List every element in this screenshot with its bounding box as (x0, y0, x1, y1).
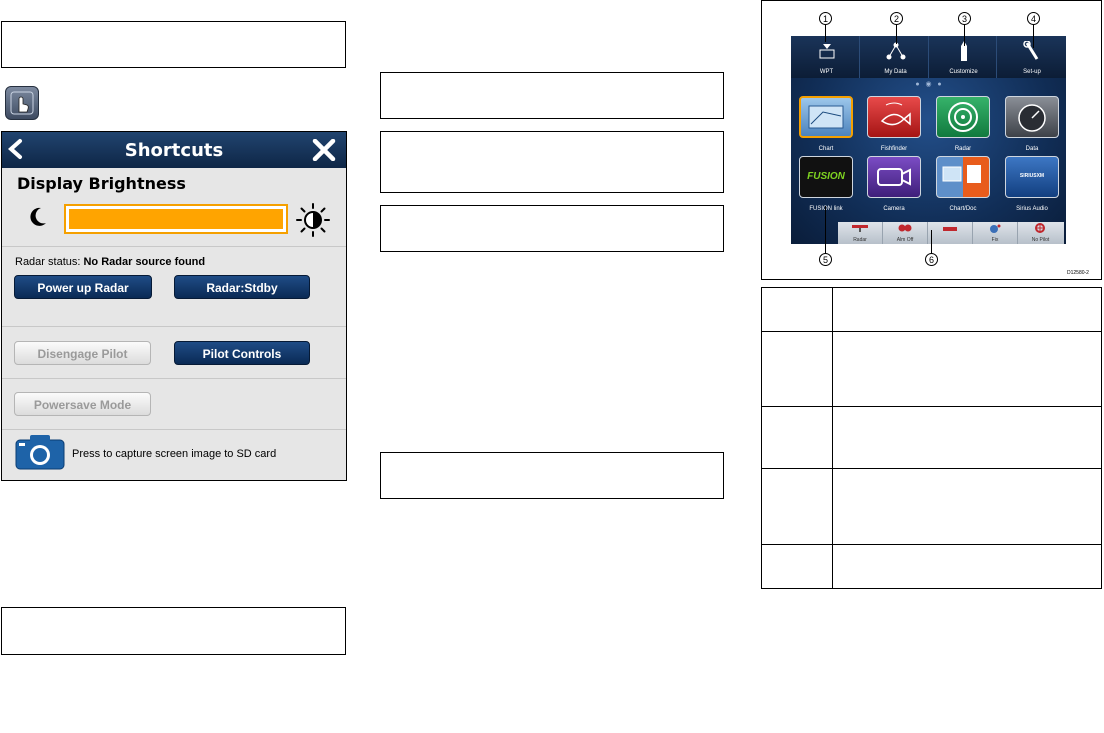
shortcuts-title: Shortcuts (124, 140, 224, 161)
brightness-slider-fill (69, 209, 283, 229)
callout-2: 2 (890, 12, 903, 25)
table-cell (761, 544, 833, 589)
status-transducer[interactable] (928, 222, 973, 244)
empty-box-top-left (1, 21, 346, 68)
radar-standby-button[interactable]: Radar:Stdby (174, 275, 310, 299)
video-camera-icon (867, 156, 921, 198)
table-row (761, 331, 1102, 407)
set-up-button[interactable]: Set-up (999, 36, 1065, 78)
divider (2, 378, 346, 379)
callout-leader-3 (964, 24, 965, 46)
radar-status: Radar status: No Radar source found (15, 256, 205, 268)
table-cell (832, 331, 1102, 407)
my-data-button[interactable]: My Data (863, 36, 929, 78)
callout-leader-2 (896, 24, 897, 44)
table-cell (761, 406, 833, 469)
wrench-icon (1023, 41, 1039, 60)
empty-box-mid-4 (380, 452, 724, 499)
back-arrow-icon[interactable] (6, 138, 26, 165)
brightness-slider[interactable] (64, 204, 288, 234)
gauge-icon (1005, 96, 1059, 138)
pilot-wheel-icon (1035, 223, 1045, 233)
alarm-icon (898, 224, 912, 232)
table-row (761, 544, 1102, 589)
tile-fusion-link[interactable]: FUSION FUSION link (795, 154, 857, 212)
status-alarm[interactable]: Alm Off (883, 222, 928, 244)
divider (2, 326, 346, 327)
table-row (761, 468, 1102, 545)
chart-doc-icon (936, 156, 990, 198)
status-pilot[interactable]: No Pilot (1018, 222, 1063, 244)
powersave-mode-button[interactable]: Powersave Mode (14, 392, 151, 416)
tile-chart-doc[interactable]: Chart/Doc (932, 154, 994, 212)
key-table (761, 287, 1102, 589)
sun-icon (295, 202, 331, 243)
sirius-logo-icon: SIRIUSXM (1005, 156, 1059, 198)
table-cell (761, 468, 833, 545)
waypoint-icon (819, 44, 835, 59)
disengage-pilot-button[interactable]: Disengage Pilot (14, 341, 151, 365)
fishfinder-icon (867, 96, 921, 138)
touch-hand-icon (5, 86, 39, 120)
table-cell (832, 544, 1102, 589)
tile-camera[interactable]: Camera (863, 154, 925, 212)
close-icon[interactable] (312, 138, 336, 166)
table-cell (832, 287, 1102, 332)
radar-scanner-icon (852, 225, 868, 232)
fusion-logo-icon: FUSION (799, 156, 853, 198)
empty-box-mid-1 (380, 72, 724, 119)
radar-status-label: Radar status: (15, 256, 81, 268)
home-screen: WPT My Data Customize Set-up ● ◉ ● (791, 36, 1066, 244)
screen-capture-text: Press to capture screen image to SD card (72, 448, 277, 460)
table-cell (761, 331, 833, 407)
table-cell (832, 468, 1102, 545)
moon-icon (30, 207, 48, 232)
callout-3: 3 (958, 12, 971, 25)
tile-fishfinder[interactable]: Fishfinder (863, 94, 925, 152)
pilot-controls-button[interactable]: Pilot Controls (174, 341, 310, 365)
divider (2, 246, 346, 247)
divider (2, 429, 346, 430)
table-row (761, 287, 1102, 332)
my-data-icon (886, 42, 906, 60)
figure-id: D12580-2 (1067, 270, 1089, 276)
empty-box-bottom-left (1, 607, 346, 655)
table-cell (761, 287, 833, 332)
status-fix[interactable]: Fix (973, 222, 1018, 244)
chart-icon (799, 96, 853, 138)
table-row (761, 406, 1102, 469)
tile-data[interactable]: Data (1001, 94, 1063, 152)
empty-box-mid-2 (380, 131, 724, 193)
status-bar: Radar Alm Off Fix No Pilot (838, 222, 1064, 244)
callout-leader-4 (1033, 24, 1034, 48)
transducer-icon (943, 227, 957, 231)
home-top-bar: WPT My Data Customize Set-up (791, 36, 1066, 78)
table-cell (832, 406, 1102, 469)
power-up-radar-button[interactable]: Power up Radar (14, 275, 152, 299)
empty-box-mid-3 (380, 205, 724, 252)
callout-leader-5 (825, 206, 826, 254)
callout-1: 1 (819, 12, 832, 25)
sirius-logo-text: SIRIUSXM (1019, 173, 1045, 179)
shortcuts-header: Shortcuts (2, 132, 346, 168)
camera-icon[interactable] (15, 434, 65, 475)
gps-satellite-icon (990, 224, 1001, 233)
callout-4: 4 (1027, 12, 1040, 25)
page-indicator-dots: ● ◉ ● (915, 81, 942, 88)
radar-icon (936, 96, 990, 138)
tile-sirius-audio[interactable]: SIRIUSXM Sirius Audio (1001, 154, 1063, 212)
shortcuts-panel: Shortcuts Display Brightness Radar statu… (1, 131, 347, 481)
callout-leader-1 (825, 24, 826, 42)
callout-6: 6 (925, 253, 938, 266)
fusion-logo-text: FUSION (807, 171, 845, 182)
display-brightness-label: Display Brightness (17, 174, 186, 193)
wpt-button[interactable]: WPT (794, 36, 860, 78)
callout-leader-6 (931, 230, 932, 254)
radar-status-value: No Radar source found (83, 256, 206, 268)
tile-radar[interactable]: Radar (932, 94, 994, 152)
callout-5: 5 (819, 253, 832, 266)
status-radar[interactable]: Radar (838, 222, 883, 244)
tile-chart[interactable]: Chart (795, 94, 857, 152)
